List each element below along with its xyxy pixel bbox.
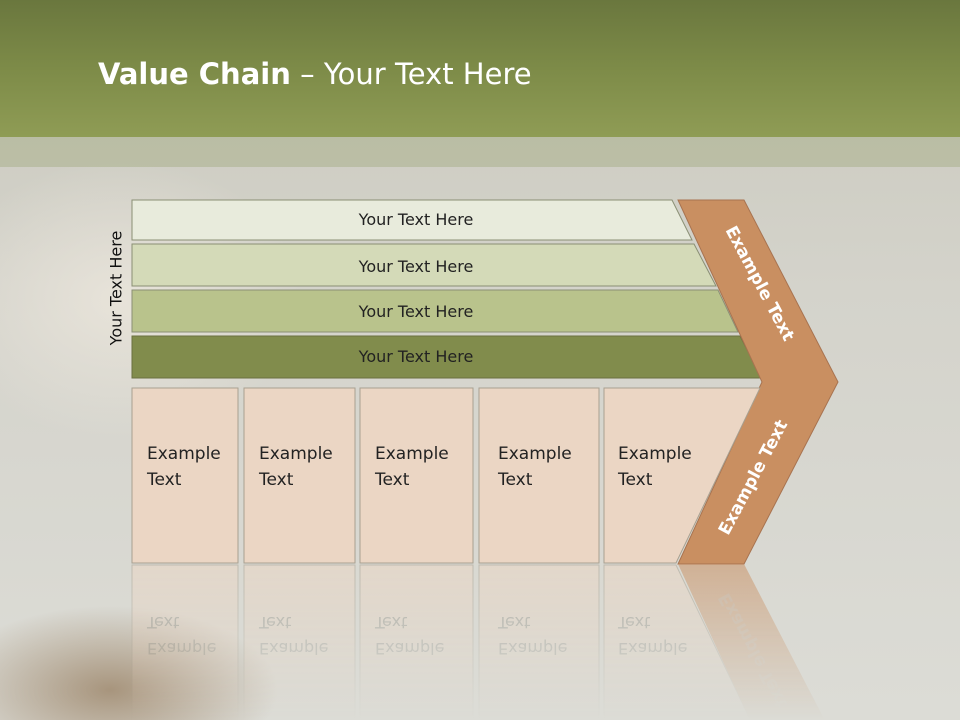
title-rest: Your Text Here (323, 57, 532, 91)
bar-2 (131, 243, 717, 287)
reflection-text-3a: Example (375, 639, 444, 658)
activity-box-4 (478, 387, 600, 564)
header-bar (0, 0, 960, 137)
bar-3 (131, 289, 739, 333)
bar-3-label: Your Text Here (358, 302, 474, 321)
activity-4-line2: Text (497, 470, 533, 490)
reflection-text-1a: Example (147, 639, 216, 658)
activity-3-line2: Text (374, 470, 410, 490)
title-separator: – (290, 57, 324, 91)
activity-box-5 (603, 387, 761, 564)
reflection-text-1b: Text (146, 613, 179, 632)
reflection-text-5a: Example (618, 639, 687, 658)
activity-5-line2: Text (617, 470, 653, 490)
bar-1-label: Your Text Here (358, 210, 474, 229)
reflection-text-2a: Example (259, 639, 328, 658)
activity-box-2 (243, 387, 356, 564)
reflection-text-2b: Text (258, 613, 291, 632)
reflection: Example Text Example Text Example Text E… (131, 564, 825, 720)
activity-boxes: Example Text Example Text Example Text E… (131, 387, 761, 564)
activity-1-line1: Example (147, 444, 221, 464)
activity-2-line2: Text (258, 470, 294, 490)
activity-5-line1: Example (618, 444, 692, 464)
reflection-text-4b: Text (497, 613, 530, 632)
support-bars: Your Text Here Your Text Here Your Text … (131, 199, 763, 379)
activity-box-3 (359, 387, 474, 564)
bar-4-label: Your Text Here (358, 347, 474, 366)
reflection-text-4a: Example (498, 639, 567, 658)
page-title: Value Chain – Your Text Here (98, 52, 532, 96)
title-bold: Value Chain (98, 57, 291, 91)
reflection-text-3b: Text (374, 613, 407, 632)
activity-1-line2: Text (146, 470, 182, 490)
activity-box-1 (131, 387, 239, 564)
header-band (0, 137, 960, 167)
bar-1 (131, 199, 693, 241)
activity-3-line1: Example (375, 444, 449, 464)
reflection-text-5b: Text (617, 613, 650, 632)
activity-4-line1: Example (498, 444, 572, 464)
bar-2-label: Your Text Here (358, 257, 474, 276)
activity-2-line1: Example (259, 444, 333, 464)
